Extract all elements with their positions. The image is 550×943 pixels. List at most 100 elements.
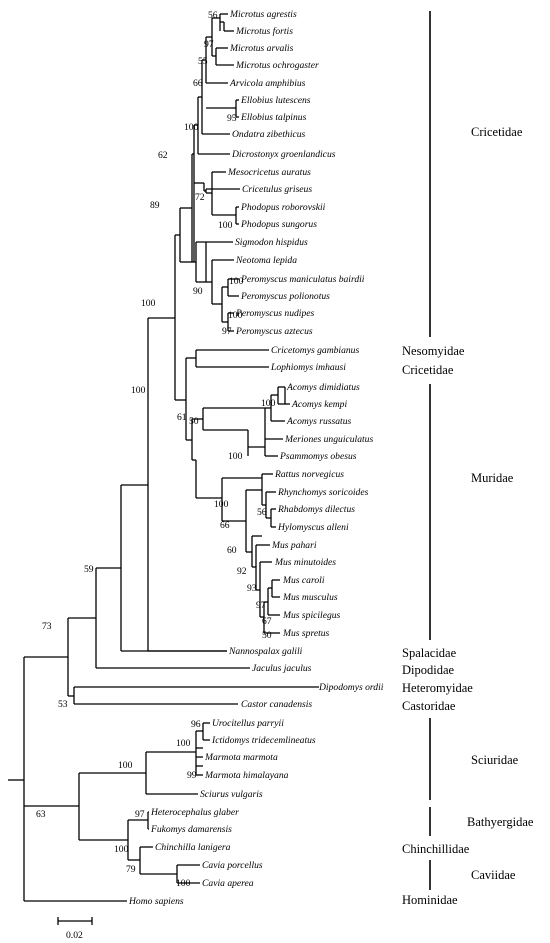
taxon-label: Ellobius lutescens — [240, 95, 311, 106]
taxon-label: Phodopus sungorus — [240, 219, 317, 230]
taxon-label: Fukomys damarensis — [150, 824, 232, 835]
support-value: 60 — [227, 545, 237, 556]
taxon-label: Dipodomys ordii — [318, 682, 384, 693]
taxon-label: Arvicola amphibius — [229, 78, 306, 89]
taxon-label: Sciurus vulgaris — [200, 789, 263, 800]
taxon-label: Microtus agrestis — [229, 9, 297, 20]
support-value: 63 — [36, 809, 46, 820]
taxon-label: Hylomyscus alleni — [277, 522, 349, 533]
taxon-label: Lophiomys imhausi — [270, 362, 346, 373]
family-label-cricetidae: Cricetidae — [471, 125, 523, 139]
support-value: 61 — [177, 412, 187, 423]
taxon-label: Mus spretus — [282, 628, 330, 639]
support-value: 50 — [262, 630, 272, 641]
taxon-label: Mus musculus — [282, 592, 338, 603]
support-value: 97 — [204, 39, 214, 50]
taxon-label: Marmota marmota — [204, 752, 278, 763]
support-value: 100 — [228, 451, 243, 462]
taxon-label: Neotoma lepida — [235, 255, 297, 266]
taxon-label: Cricetomys gambianus — [271, 345, 359, 356]
support-value: 97 — [135, 809, 145, 820]
family-label-dipodidae: Dipodidae — [402, 663, 455, 677]
taxon-label: Urocitellus parryii — [212, 718, 284, 729]
support-value: 95 — [227, 113, 237, 124]
support-value: 59 — [84, 564, 94, 575]
taxon-label: Nannospalax galili — [228, 646, 303, 657]
family-label-heteromyidae: Heteromyidae — [402, 681, 473, 695]
support-value: 100 — [131, 385, 146, 396]
taxon-label: Acomys kempi — [291, 399, 347, 410]
support-value: 93 — [247, 583, 257, 594]
taxon-label: Phodopus roborovskii — [240, 202, 326, 213]
taxon-label: Meriones unguiculatus — [284, 434, 373, 445]
support-value: 100 — [184, 122, 199, 133]
taxon-label: Chinchilla lanigera — [155, 842, 231, 853]
taxon-label: Rattus norvegicus — [274, 469, 344, 480]
family-label-muridae: Muridae — [471, 471, 514, 485]
support-value: 100 — [218, 220, 233, 231]
support-value: 73 — [42, 621, 52, 632]
support-value: 66 — [220, 520, 230, 531]
support-value: 100 — [214, 499, 229, 510]
taxon-label: Heterocephalus glaber — [150, 807, 239, 818]
support-value: 100 — [176, 738, 191, 749]
support-value: 100 — [118, 760, 133, 771]
taxon-label: Dicrostonyx groenlandicus — [231, 149, 336, 160]
taxon-label: Jaculus jaculus — [252, 663, 312, 674]
family-label-cricetidae: Cricetidae — [402, 363, 454, 377]
taxon-label: Mus pahari — [271, 540, 317, 551]
tree-branches — [8, 13, 319, 902]
taxon-labels: Microtus agrestis Microtus fortis Microt… — [128, 9, 384, 907]
taxon-label: Cricetulus griseus — [242, 184, 312, 195]
family-label-castoridae: Castoridae — [402, 699, 456, 713]
taxon-label: Microtus ochrogaster — [235, 60, 319, 71]
taxon-label: Sigmodon hispidus — [235, 237, 308, 248]
support-value: 66 — [193, 78, 203, 89]
family-label-nesomyidae: Nesomyidae — [402, 344, 465, 358]
family-label-hominidae: Hominidae — [402, 893, 458, 907]
support-values: 56 97 55 66 95 100 62 72 100 89 100 90 1… — [36, 10, 276, 889]
support-value: 50 — [189, 416, 199, 427]
family-label-chinchillidae: Chinchillidae — [402, 842, 470, 856]
support-value: 100 — [228, 310, 243, 321]
support-value: 97 — [222, 326, 232, 337]
support-value: 55 — [198, 56, 208, 67]
support-value: 100 — [261, 398, 276, 409]
support-value: 96 — [191, 719, 201, 730]
scale-bar-label: 0.02 — [66, 930, 83, 941]
taxon-label: Rhynchomys soricoides — [277, 487, 369, 498]
taxon-label: Acomys dimidiatus — [286, 382, 360, 393]
family-label-caviidae: Caviidae — [471, 868, 516, 882]
taxon-label: Castor canadensis — [241, 699, 312, 710]
taxon-label: Ellobius talpinus — [240, 112, 307, 123]
scale-bar: 0.02 — [57, 917, 93, 941]
taxon-label: Acomys russatus — [286, 416, 351, 427]
taxon-label: Peromyscus aztecus — [235, 326, 313, 337]
support-value: 79 — [126, 864, 136, 875]
support-value: 97 — [256, 600, 266, 611]
taxon-label: Cavia aperea — [202, 878, 254, 889]
family-label-sciuridae: Sciuridae — [471, 753, 519, 767]
taxon-label: Mus spicilegus — [282, 610, 341, 621]
taxon-label: Homo sapiens — [128, 896, 184, 907]
support-value: 90 — [193, 286, 203, 297]
taxon-label: Marmota himalayana — [204, 770, 289, 781]
support-value: 100 — [114, 844, 129, 855]
support-value: 89 — [150, 200, 160, 211]
taxon-label: Mus caroli — [282, 575, 325, 586]
taxon-label: Cavia porcellus — [202, 860, 263, 871]
taxon-label: Ondatra zibethicus — [232, 129, 306, 140]
taxon-label: Ictidomys tridecemlineatus — [211, 735, 316, 746]
taxon-label: Microtus arvalis — [229, 43, 294, 54]
family-label-bathyergidae: Bathyergidae — [467, 815, 534, 829]
taxon-label: Peromyscus maniculatus bairdii — [240, 274, 365, 285]
taxon-label: Mesocricetus auratus — [227, 167, 311, 178]
support-value: 100 — [229, 276, 244, 287]
support-value: 53 — [58, 699, 68, 710]
taxon-label: Microtus fortis — [235, 26, 293, 37]
support-value: 62 — [158, 150, 168, 161]
support-value: 67 — [262, 616, 272, 627]
taxon-label: Mus minutoides — [274, 557, 336, 568]
taxon-label: Peromyscus nudipes — [235, 308, 315, 319]
